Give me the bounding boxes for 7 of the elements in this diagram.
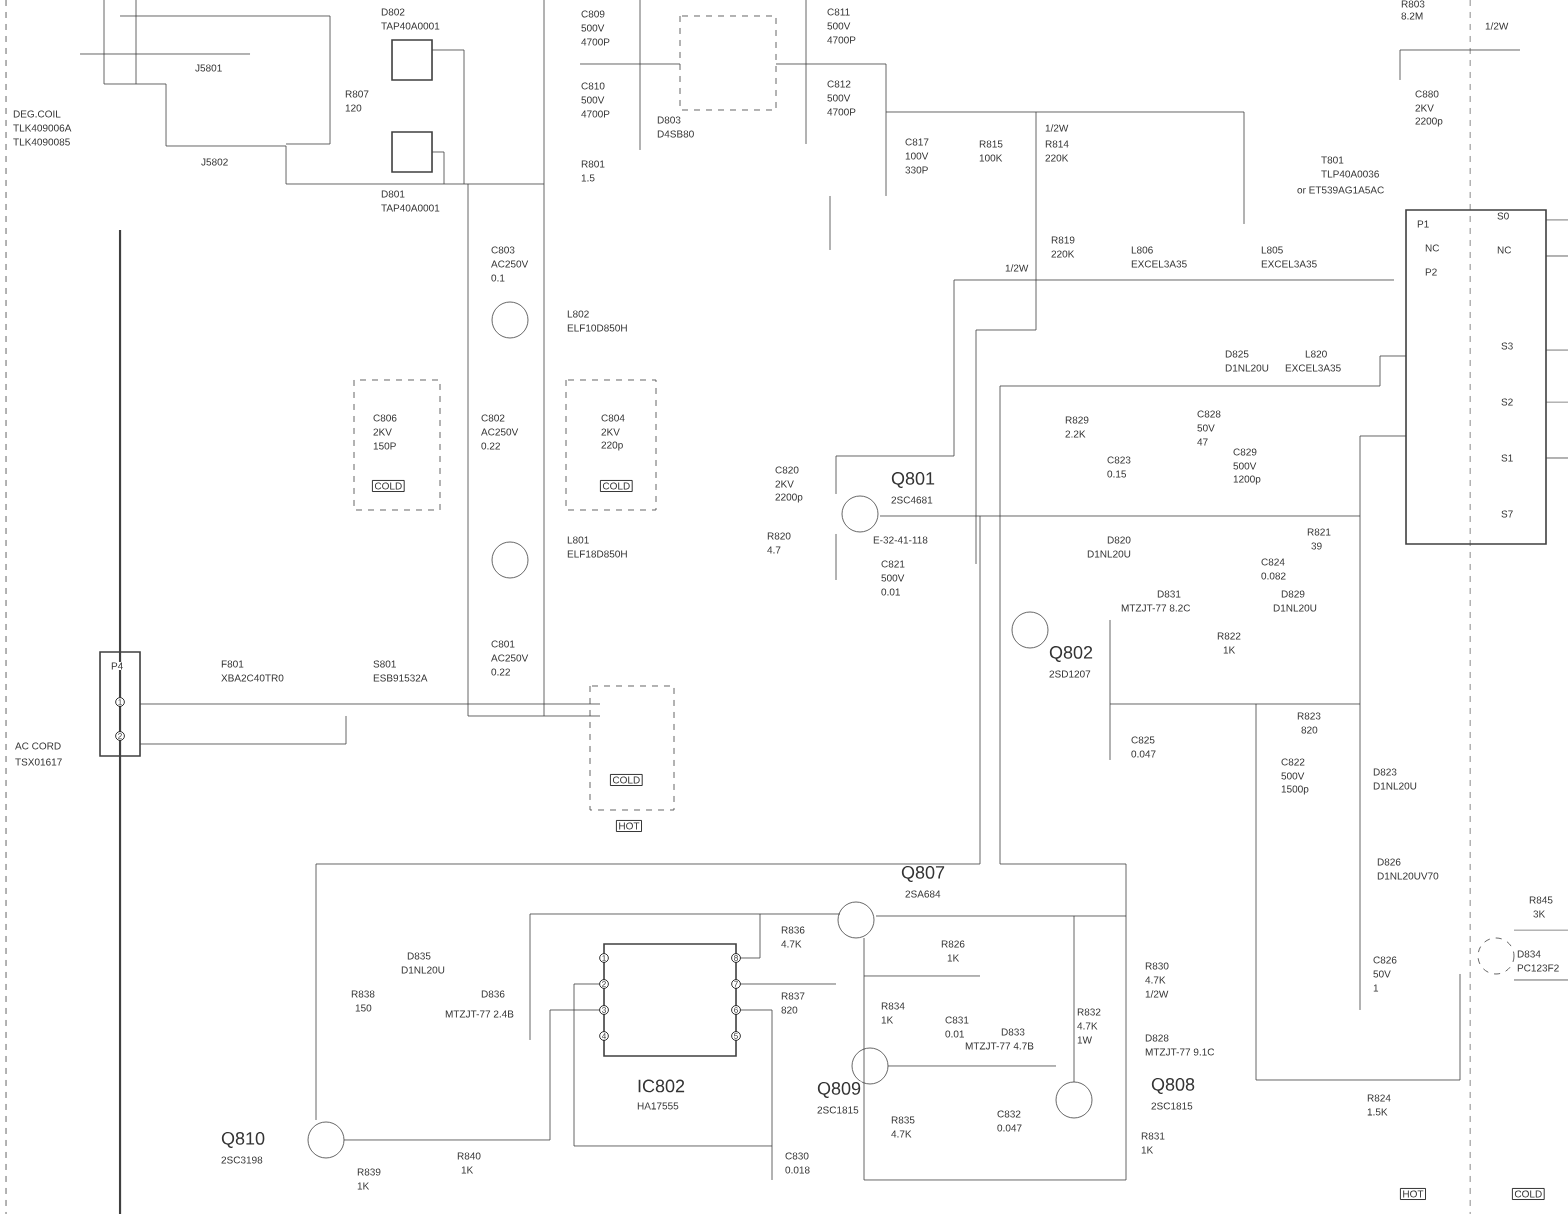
component-designator: Q808	[1150, 1077, 1196, 1095]
component-designator: Q810	[220, 1131, 266, 1149]
component-designator: Q809	[816, 1081, 862, 1099]
component-designator: Q807	[900, 865, 946, 883]
component-designator: Q801	[890, 471, 936, 489]
component-designator: IC802	[636, 1079, 686, 1093]
component-designator: Q802	[1048, 645, 1094, 663]
